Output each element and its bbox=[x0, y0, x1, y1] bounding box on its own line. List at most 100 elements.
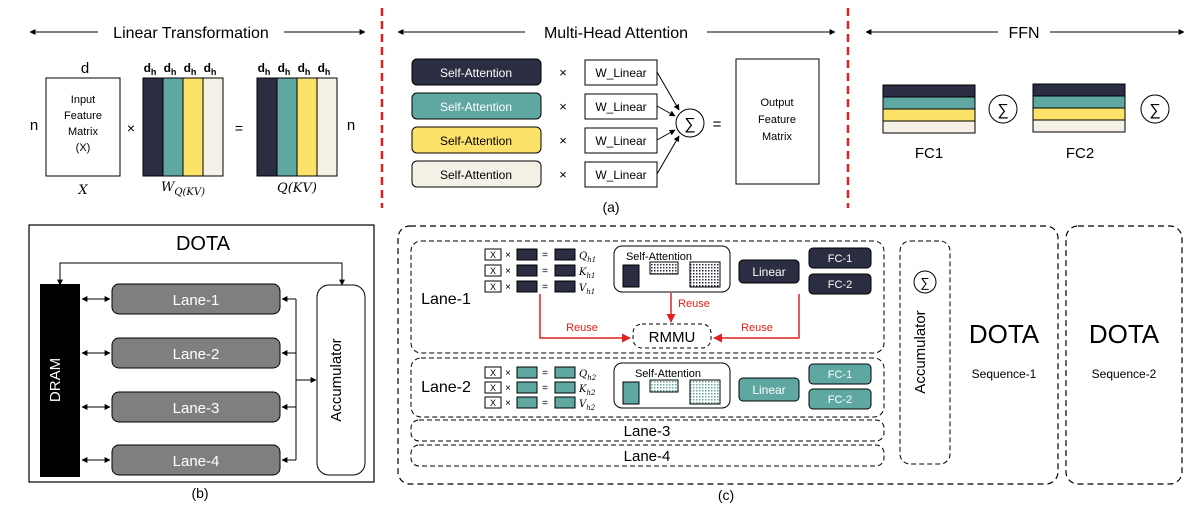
linear-label: Linear bbox=[752, 383, 785, 397]
lane-1-fc2-block bbox=[808, 273, 872, 295]
svg-text:=: = bbox=[542, 266, 548, 277]
w-linear-label: W_Linear bbox=[595, 66, 646, 80]
dota-sequence-1-title: DOTA bbox=[969, 319, 1040, 349]
lane-2-label: Lane-2 bbox=[421, 379, 471, 396]
lane-3-container bbox=[410, 419, 885, 442]
lane-label: Lane-3 bbox=[173, 400, 220, 417]
sum-symbol: ∑ bbox=[1149, 102, 1160, 119]
fc2-label: FC-2 bbox=[828, 279, 852, 291]
linear-label: Linear bbox=[752, 265, 785, 279]
accumulator-block bbox=[316, 284, 366, 476]
lane-1-label: Lane-1 bbox=[421, 291, 471, 308]
w-linear-box bbox=[584, 127, 658, 154]
multi-head-attention-section: Multi-Head Attention Self-Attention Self… bbox=[397, 22, 836, 215]
fc1-matrix bbox=[882, 84, 976, 134]
dota-title: DOTA bbox=[176, 233, 231, 255]
svg-text:×: × bbox=[505, 282, 511, 293]
lane-2-self-attention: Self-Attention bbox=[613, 362, 731, 409]
svg-text:=: = bbox=[542, 368, 548, 379]
svg-text:X: X bbox=[490, 368, 496, 378]
svg-text:×: × bbox=[505, 266, 511, 277]
fc2-label: FC2 bbox=[1066, 145, 1094, 162]
w-linear-box bbox=[584, 59, 658, 86]
linear-transformation-title: Linear Transformation bbox=[113, 25, 269, 42]
merge-arrows bbox=[656, 71, 680, 175]
times-sign: × bbox=[559, 133, 567, 148]
svg-text:dh: dh bbox=[164, 61, 177, 77]
input-feature-matrix bbox=[45, 77, 121, 177]
svg-text:=: = bbox=[542, 398, 548, 409]
dota-system-panel: DOTA DRAM Lane-1 Lane-2 Lane-3 Lane-4 Ac bbox=[28, 224, 375, 501]
svg-text:dh: dh bbox=[318, 61, 331, 77]
lane-2-block bbox=[111, 337, 281, 369]
svg-text:Self-Attention: Self-Attention bbox=[626, 251, 692, 263]
svg-text:X: X bbox=[490, 266, 496, 276]
lane-4-container bbox=[410, 444, 885, 467]
accumulator-label: Accumulator bbox=[912, 310, 929, 393]
svg-text:Kh1: Kh1 bbox=[578, 267, 595, 280]
sum-symbol: ∑ bbox=[684, 116, 695, 133]
lane-label: Lane-2 bbox=[173, 346, 220, 363]
dota-sequence-2-title: DOTA bbox=[1089, 319, 1160, 349]
svg-text:Qh2: Qh2 bbox=[579, 369, 597, 382]
lane-label: Lane-4 bbox=[173, 453, 220, 470]
sum-icon bbox=[988, 94, 1018, 124]
equals-sign: = bbox=[713, 116, 722, 133]
self-attention-head-3 bbox=[411, 126, 542, 154]
caption-c: (c) bbox=[718, 487, 734, 503]
reuse-label: Reuse bbox=[741, 322, 773, 334]
sum-symbol: ∑ bbox=[920, 275, 929, 290]
fc2-matrix bbox=[1032, 83, 1126, 133]
lane-4-label: Lane-4 bbox=[624, 448, 671, 465]
lane-1-fc1-block bbox=[808, 247, 872, 269]
accumulator-block bbox=[899, 240, 951, 465]
lane-1-qkv-projection: X × = Qh1 X × = Kh1 X × = Vh1 bbox=[484, 248, 596, 296]
fc1-label: FC1 bbox=[915, 145, 943, 162]
lane-2-linear-block bbox=[738, 377, 800, 402]
svg-text:dh: dh bbox=[298, 61, 311, 77]
sequence-1-label: Sequence-1 bbox=[972, 367, 1037, 381]
input-box-line: Feature bbox=[64, 110, 102, 122]
w-dh-labels: dh dh dh dh bbox=[144, 61, 217, 77]
times-sign: × bbox=[559, 167, 567, 182]
multi-head-attention-title: Multi-Head Attention bbox=[544, 25, 688, 42]
n-dimension-label-right: n bbox=[347, 117, 355, 134]
w-weight-matrix bbox=[142, 77, 224, 177]
svg-text:=: = bbox=[542, 282, 548, 293]
dram-block bbox=[40, 284, 80, 477]
self-attention-head-2 bbox=[411, 92, 542, 120]
lane-3-label: Lane-3 bbox=[624, 423, 671, 440]
ffn-title: FFN bbox=[1008, 25, 1039, 42]
svg-text:dh: dh bbox=[184, 61, 197, 77]
svg-text:×: × bbox=[505, 368, 511, 379]
svg-text:X: X bbox=[490, 383, 496, 393]
times-sign: × bbox=[559, 65, 567, 80]
output-box-line: Feature bbox=[758, 114, 796, 126]
times-sign: × bbox=[559, 99, 567, 114]
svg-text:Self-Attention: Self-Attention bbox=[635, 368, 701, 380]
svg-text:×: × bbox=[505, 250, 511, 261]
n-dimension-label: n bbox=[30, 117, 38, 134]
svg-text:dh: dh bbox=[258, 61, 271, 77]
rmmu-label: RMMU bbox=[649, 329, 696, 346]
self-attention-head-label: Self-Attention bbox=[440, 66, 512, 80]
dram-lane-arrows bbox=[81, 296, 111, 463]
times-sign: × bbox=[127, 120, 135, 136]
accumulator-label: Accumulator bbox=[328, 338, 345, 421]
lane-2-fc1-block bbox=[808, 363, 872, 385]
lane-1-self-attention: Self-Attention bbox=[613, 245, 731, 293]
self-attention-head-label: Self-Attention bbox=[440, 100, 512, 114]
self-attention-head-4 bbox=[411, 160, 542, 188]
dota-lane-detail-panel: Lane-1 X × = Qh1 X × = Kh1 X × = Vh1 bbox=[397, 225, 1183, 503]
svg-text:=: = bbox=[542, 250, 548, 261]
feedback-arrow bbox=[57, 262, 345, 286]
svg-text:X: X bbox=[490, 282, 496, 292]
linear-transformation-section: Linear Transformation d n Input Feature … bbox=[29, 22, 366, 198]
rmmu-block bbox=[632, 323, 712, 349]
sum-symbol: ∑ bbox=[997, 102, 1008, 119]
reuse-label: Reuse bbox=[678, 298, 710, 310]
fc1-label: FC-1 bbox=[828, 369, 852, 381]
lane-2-qkv-projection: X × = Qh2 X × = Kh2 X × = Vh2 bbox=[484, 366, 597, 412]
svg-text:×: × bbox=[505, 398, 511, 409]
output-feature-matrix bbox=[735, 58, 820, 185]
